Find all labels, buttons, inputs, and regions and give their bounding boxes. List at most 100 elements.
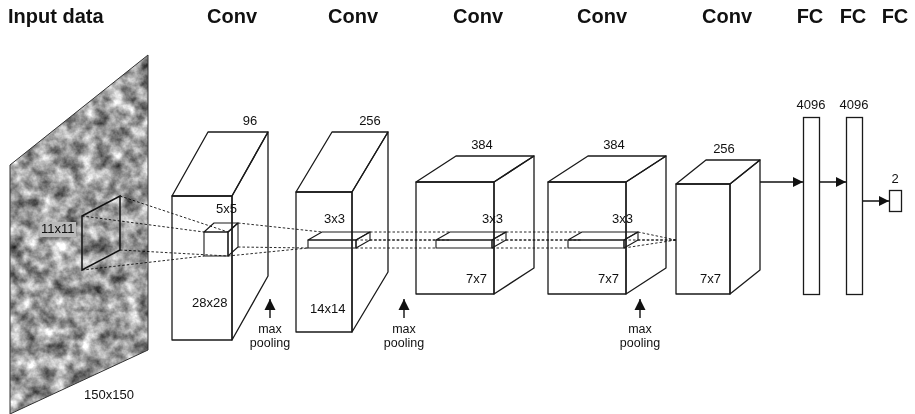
- kernel-box-outline: [436, 232, 506, 248]
- column-heading: FC: [797, 5, 824, 28]
- pooling-note: max pooling: [615, 322, 665, 351]
- text-slot: 384: [603, 138, 625, 153]
- box-face: [676, 160, 760, 184]
- unit-count: 4096: [797, 98, 826, 113]
- conv-layer: 3847x73x3: [548, 156, 666, 294]
- kernel-box-outline: [204, 223, 238, 256]
- pooling-arrow: [639, 299, 640, 318]
- box-face: [416, 156, 534, 182]
- text-slot: 4096: [797, 98, 826, 113]
- fc-layer-outline: [846, 117, 863, 295]
- channel-count: 384: [471, 138, 493, 153]
- unit-count: 2: [891, 172, 898, 187]
- box-face: [568, 232, 638, 240]
- layer-bar: [804, 118, 820, 295]
- text-slot: Conv: [207, 5, 257, 28]
- box-face: [548, 156, 666, 182]
- pooling-arrow: [269, 299, 270, 318]
- projection-lines: [624, 232, 676, 248]
- text-slot: max pooling: [245, 322, 295, 351]
- output-layer-outline: [889, 190, 902, 212]
- text-slot: 96: [243, 114, 257, 129]
- box-face: [730, 160, 760, 294]
- conv-layer: 25614x143x3: [296, 132, 388, 332]
- input-image-outline: [10, 55, 148, 414]
- box-face: [172, 132, 268, 196]
- kernel-size: 11x11: [40, 222, 76, 237]
- channel-count: 96: [243, 114, 257, 129]
- text-slot: 3x3: [612, 212, 633, 227]
- pooling-note: max pooling: [379, 322, 429, 351]
- column-heading: Conv: [207, 5, 257, 28]
- pooling-note: max pooling: [245, 322, 295, 351]
- box-face: [356, 232, 370, 248]
- channel-count: 384: [603, 138, 625, 153]
- box-face: [436, 240, 492, 248]
- kernel-box: 3x3: [568, 232, 638, 248]
- fc-layer: 4096: [846, 117, 863, 295]
- box-face: [296, 192, 352, 332]
- image-texture: [10, 55, 148, 414]
- text-slot: 2: [891, 172, 898, 187]
- text-slot: Conv: [577, 5, 627, 28]
- text-slot: Input data: [8, 5, 104, 28]
- box-face: [232, 132, 268, 340]
- text-slot: 3x3: [324, 212, 345, 227]
- box-face: [204, 232, 228, 256]
- box-face: [492, 232, 506, 248]
- feature-size: 7x7: [598, 272, 619, 287]
- text-slot: 11x11: [40, 222, 76, 237]
- kernel-box-outline: [308, 232, 370, 248]
- box-face: [228, 223, 238, 256]
- kernel-size: 5x5: [216, 202, 237, 217]
- column-heading: Input data: [8, 5, 104, 28]
- flow-arrow: [760, 181, 803, 183]
- text-slot: max pooling: [379, 322, 429, 351]
- box-face: [308, 240, 356, 248]
- text-slot: FC: [797, 5, 824, 28]
- box-face: [548, 182, 626, 294]
- text-slot: 150x150: [84, 388, 134, 403]
- receptive-field: 11x11: [82, 196, 120, 270]
- fc-layer-outline: [803, 117, 820, 295]
- kernel-size: 3x3: [482, 212, 503, 227]
- text-slot: 14x14: [310, 302, 345, 317]
- layer-bar: [890, 191, 902, 212]
- text-slot: 384: [471, 138, 493, 153]
- column-heading: Conv: [702, 5, 752, 28]
- flow-arrow: [820, 181, 846, 183]
- kernel-size: 3x3: [324, 212, 345, 227]
- unit-count: 4096: [840, 98, 869, 113]
- text-slot: 256: [713, 142, 735, 157]
- kernel-size: 3x3: [612, 212, 633, 227]
- text-slot: 4096: [840, 98, 869, 113]
- text-slot: FC: [882, 5, 909, 28]
- kernel-box: 3x3: [436, 232, 506, 248]
- kernel-box-outline: [568, 232, 638, 248]
- receptive-field-outline: [82, 196, 120, 270]
- text-slot: 5x5: [216, 202, 237, 217]
- kernel-box: 3x3: [308, 232, 370, 248]
- column-heading: Conv: [453, 5, 503, 28]
- column-heading: FC: [882, 5, 909, 28]
- layer-bar: [847, 118, 863, 295]
- output-layer: 2: [889, 190, 902, 212]
- box-face: [568, 240, 624, 248]
- column-heading: Conv: [577, 5, 627, 28]
- text-slot: 7x7: [598, 272, 619, 287]
- column-heading: FC: [840, 5, 867, 28]
- text-slot: Conv: [702, 5, 752, 28]
- text-slot: 3x3: [482, 212, 503, 227]
- input-image: 150x150 11x11: [10, 55, 148, 414]
- pooling-arrow: [403, 299, 404, 318]
- text-slot: Conv: [328, 5, 378, 28]
- patch-outline: [82, 196, 120, 270]
- text-slot: 7x7: [466, 272, 487, 287]
- channel-count: 256: [359, 114, 381, 129]
- feature-size: 7x7: [466, 272, 487, 287]
- box-face: [624, 232, 638, 248]
- text-slot: Conv: [453, 5, 503, 28]
